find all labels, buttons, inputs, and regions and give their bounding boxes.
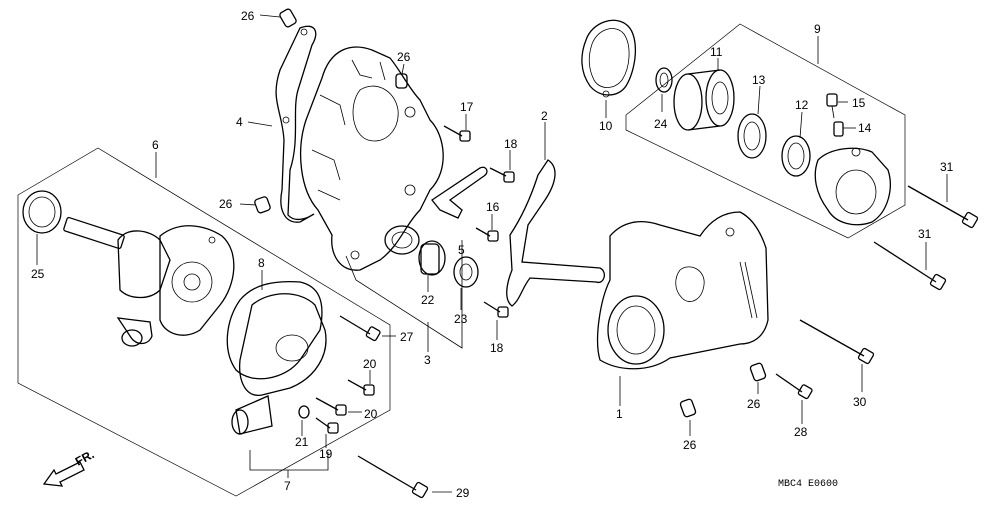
label-18-upper: 18 [504, 137, 518, 151]
label-20-lower: 20 [364, 407, 378, 421]
label-26-a: 26 [241, 9, 255, 23]
gasket-part-10 [581, 19, 637, 98]
front-direction-arrow: FR. [42, 447, 97, 487]
label-20-upper: 20 [363, 357, 377, 371]
label-5: 5 [458, 243, 465, 257]
label-16: 16 [486, 200, 500, 214]
fitting-part-15 [826, 93, 838, 119]
o-ring-part-25 [22, 190, 62, 234]
oil-seal-part-23 [453, 256, 479, 288]
label-13: 13 [752, 73, 766, 87]
label-26-d: 26 [747, 397, 761, 411]
label-19: 19 [319, 447, 333, 461]
label-22: 22 [421, 293, 435, 307]
callout-labels: 26 26 26 26 26 4 6 25 8 17 18 16 5 22 23… [31, 9, 954, 500]
label-6: 6 [152, 138, 159, 152]
label-31-lower: 31 [918, 227, 932, 241]
o-ring-inner [28, 196, 56, 228]
bolt-part-27 [339, 315, 381, 342]
label-2: 2 [541, 109, 548, 123]
dowel-pin-26-e [679, 398, 697, 418]
oil-seal-part-13 [737, 113, 767, 159]
water-pump-assembly-part-6 [63, 216, 235, 347]
label-31-upper: 31 [940, 160, 954, 174]
diagram-code: MBC4 E0600 [778, 479, 838, 490]
label-1: 1 [616, 407, 623, 421]
label-3: 3 [424, 353, 431, 367]
water-pump-housing [300, 46, 444, 271]
fr-label: FR. [73, 447, 97, 468]
label-10: 10 [599, 119, 613, 133]
bolt-part-20-lower [315, 397, 347, 416]
bolt-part-31-lower [873, 241, 947, 291]
bearing-part-11 [673, 69, 735, 131]
label-29: 29 [456, 486, 470, 500]
label-26-e: 26 [683, 438, 697, 452]
label-8: 8 [258, 256, 265, 270]
label-12: 12 [795, 98, 809, 112]
pump-cover-part-7 [231, 293, 327, 435]
label-21: 21 [295, 435, 309, 449]
gasket-part-2 [506, 159, 606, 307]
label-30: 30 [853, 395, 867, 409]
washer-part-21 [298, 405, 310, 419]
bracket-part-5 [431, 166, 488, 219]
bolt-part-18-upper [489, 167, 515, 183]
label-7: 7 [284, 479, 291, 493]
label-18-lower: 18 [490, 341, 504, 355]
bolt-part-28 [775, 373, 813, 400]
fitting-part-14 [833, 121, 844, 137]
label-26-b: 26 [397, 50, 411, 64]
label-28: 28 [794, 425, 808, 439]
dowel-pin-26-c [254, 196, 271, 214]
label-27: 27 [400, 330, 414, 344]
label-24: 24 [654, 117, 668, 131]
label-23: 23 [454, 312, 468, 326]
label-25: 25 [31, 267, 45, 281]
label-11: 11 [710, 45, 723, 59]
bolt-part-29 [357, 455, 429, 499]
bolt-part-16 [475, 227, 499, 242]
label-17: 17 [460, 100, 474, 114]
dowel-pin-26-d [749, 362, 767, 382]
bolt-part-18-lower [483, 301, 509, 318]
water-pump-group-box [17, 147, 391, 497]
bolt-part-30 [799, 319, 875, 365]
label-14: 14 [858, 121, 872, 135]
o-ring-part-8 [226, 280, 323, 380]
dowel-pin-26-a [279, 8, 297, 28]
ring-part-12 [781, 135, 811, 177]
ring-part-24 [655, 67, 673, 93]
label-26-c: 26 [219, 197, 233, 211]
side-cover-part-1 [596, 211, 769, 370]
leader-lines [36, 14, 948, 493]
bolt-part-17 [443, 125, 471, 142]
bolt-part-20-upper [347, 379, 375, 396]
bolt-part-31-upper [907, 185, 979, 229]
dowel-pin-26-b [395, 73, 408, 89]
gasket-part-4 [275, 25, 317, 223]
label-4: 4 [236, 115, 243, 129]
housing-part-9 [814, 147, 891, 226]
bolt-part-19 [315, 417, 339, 434]
bearing-part-22 [418, 240, 446, 276]
bearing-group-box [625, 23, 906, 239]
label-9: 9 [814, 22, 821, 36]
label-15: 15 [852, 96, 866, 110]
